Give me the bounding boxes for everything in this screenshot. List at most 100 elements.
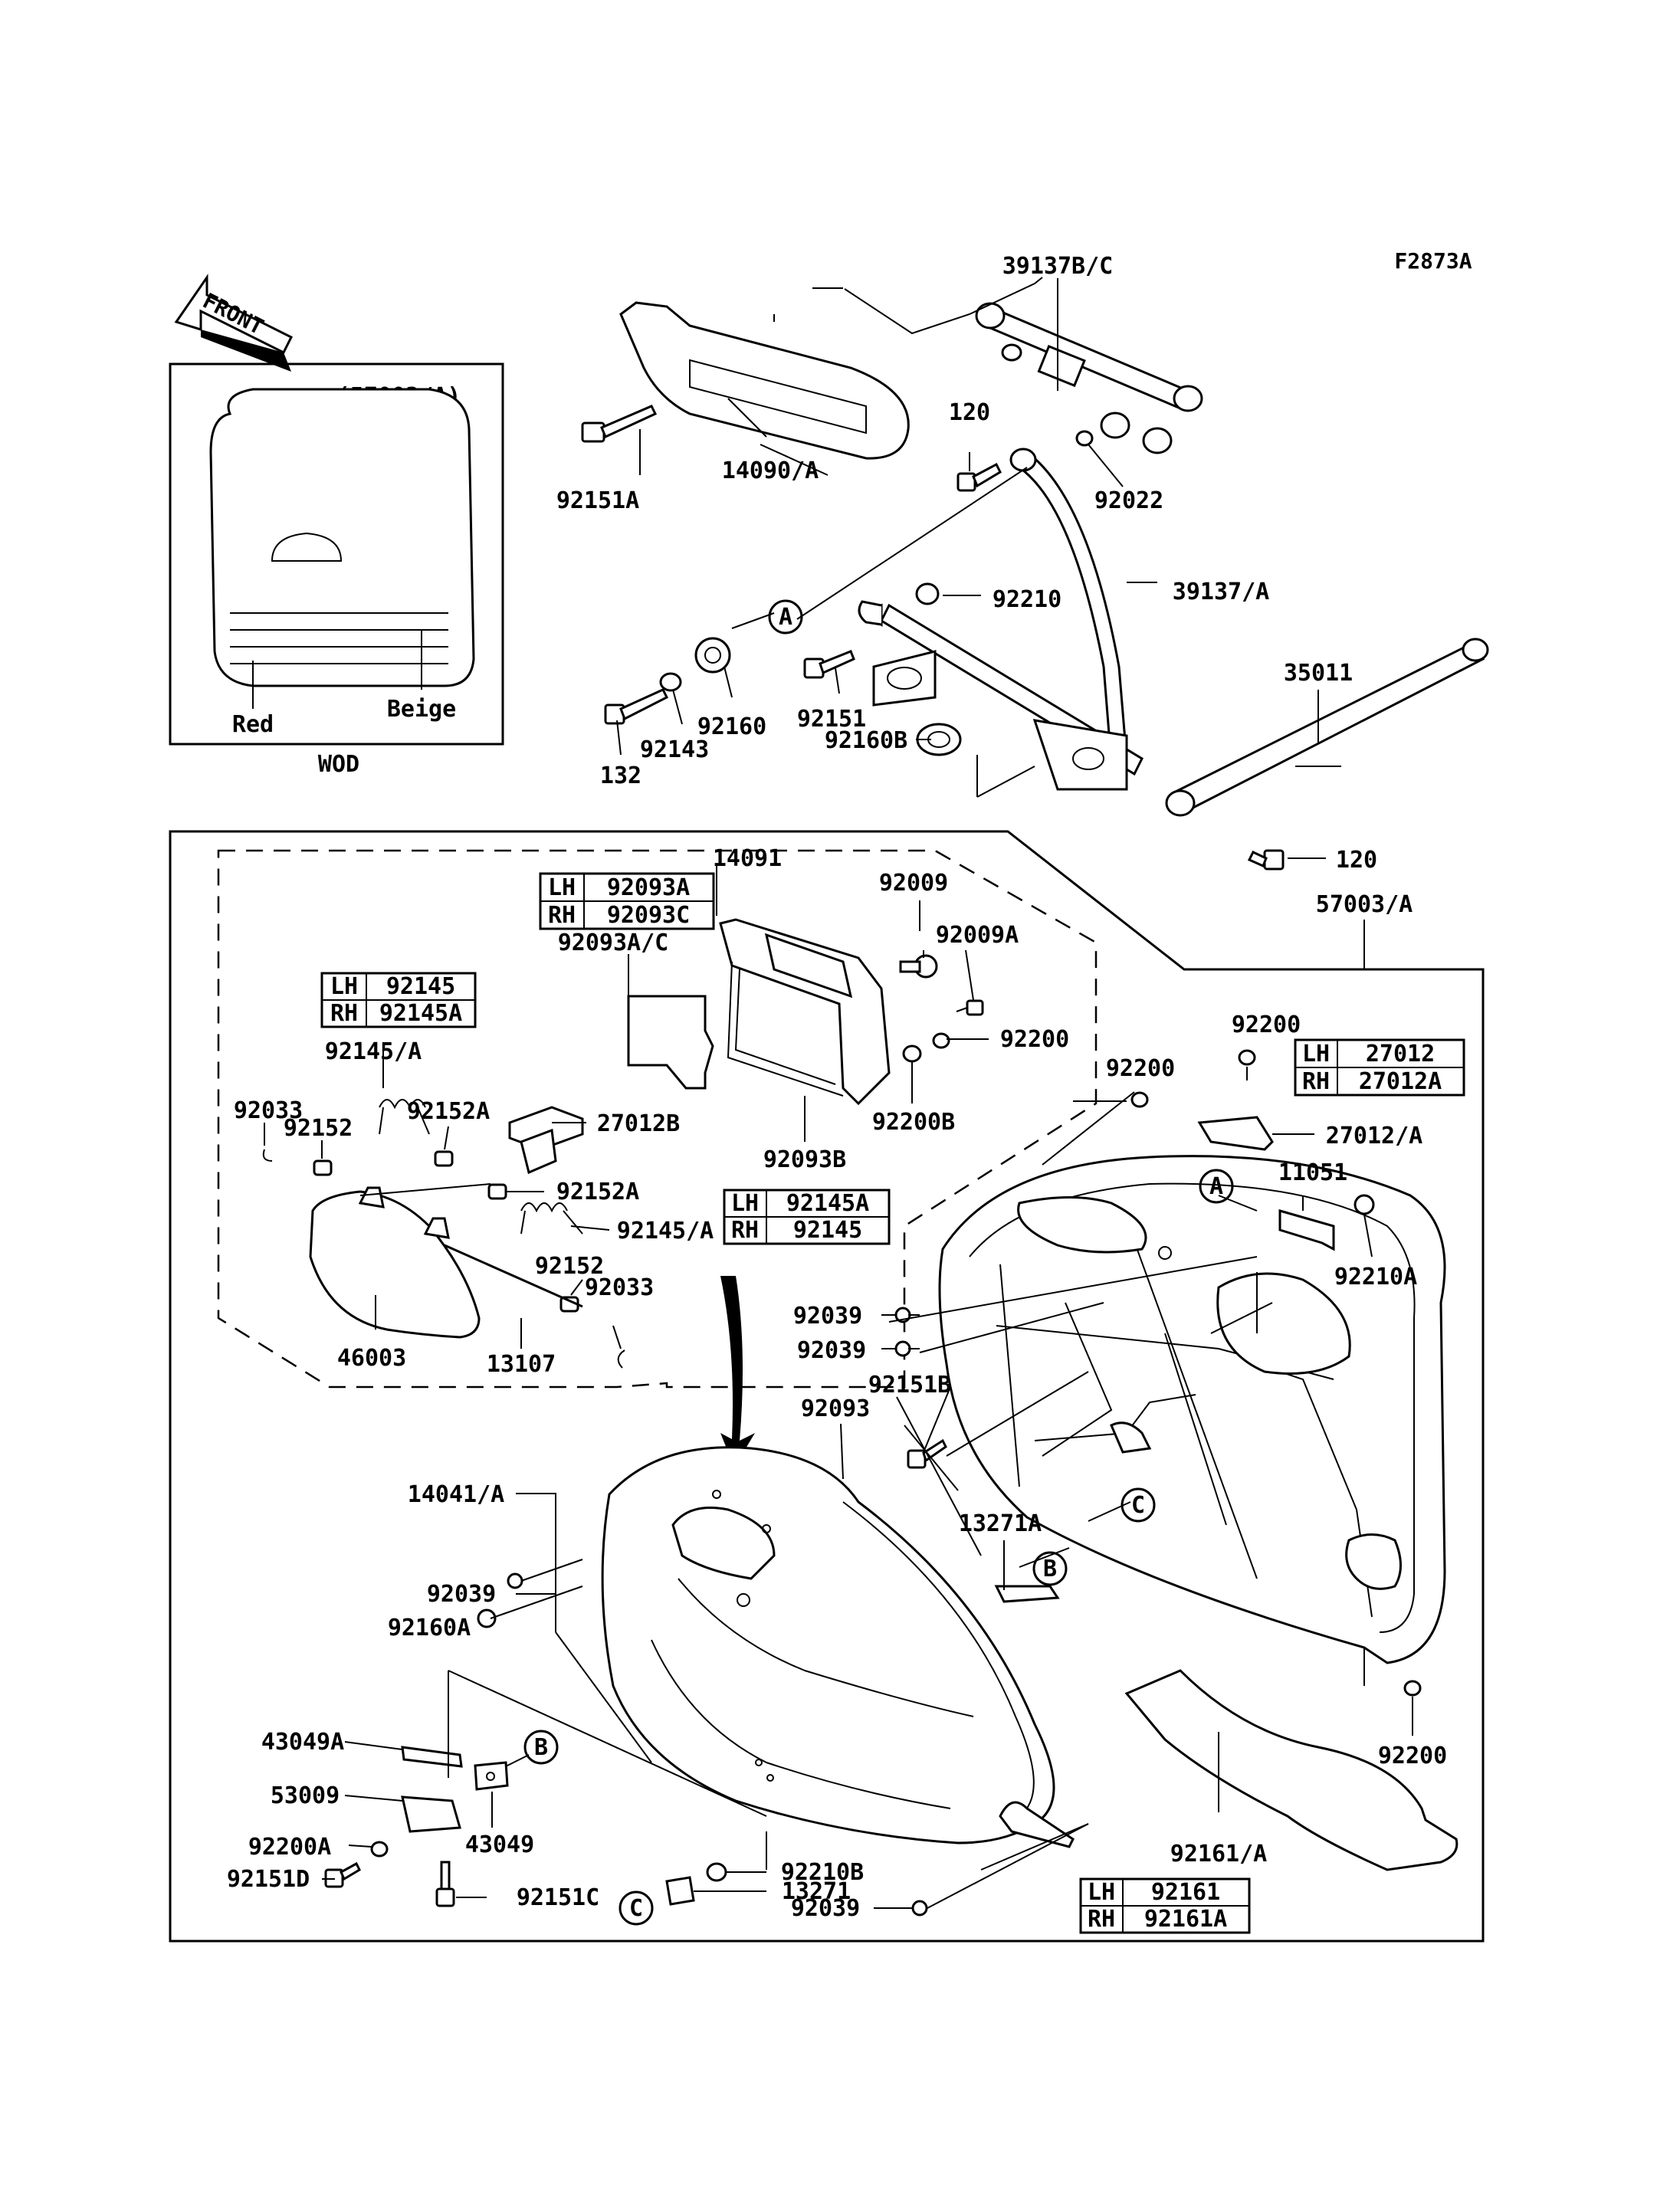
svg-text:RH: RH — [1088, 1906, 1115, 1933]
label-92022: 92022 — [1094, 487, 1163, 514]
svg-text:92093C: 92093C — [607, 902, 690, 929]
lid-subassembly-outline — [217, 849, 1098, 1389]
label-92145a-mid: 92145/A — [617, 1218, 714, 1244]
saddlebag-cover-icon — [209, 388, 475, 687]
label-53009: 53009 — [271, 1782, 340, 1809]
inset-color-right: Beige — [387, 696, 456, 723]
table-92093: LH 92093A RH 92093C — [539, 872, 715, 930]
washer-92200b-icon — [902, 1044, 922, 1063]
front-arrow-icon: FRONT — [174, 274, 294, 372]
label-92033-right: 92033 — [585, 1274, 654, 1301]
nut-92210b-icon — [706, 1862, 727, 1882]
label-92200-bottom: 92200 — [1378, 1743, 1447, 1769]
svg-text:92145A: 92145A — [379, 1000, 462, 1027]
hinge-plate-27012 — [1197, 1116, 1274, 1151]
label-27012b: 27012B — [597, 1110, 680, 1137]
svg-text:RH: RH — [1302, 1068, 1330, 1095]
main-frame — [169, 830, 1485, 1943]
pin-92039-c-icon — [507, 1559, 583, 1589]
callout-c-left: C — [619, 1890, 654, 1926]
svg-text:A: A — [779, 604, 792, 631]
label-92161a: 92161/A — [1170, 1841, 1267, 1867]
svg-text:LH: LH — [1088, 1879, 1115, 1906]
label-92033-left: 92033 — [234, 1097, 303, 1124]
label-92009: 92009 — [879, 870, 948, 897]
label-92160: 92160 — [697, 713, 766, 740]
svg-text:LH: LH — [548, 874, 576, 901]
lid-bracket-14091 — [719, 918, 891, 1106]
plate-13271 — [665, 1876, 695, 1906]
label-92151d: 92151D — [227, 1866, 310, 1893]
plate-13271a — [994, 1585, 1060, 1603]
label-92200-top-right: 92200 — [1232, 1012, 1301, 1038]
svg-text:LH: LH — [1302, 1041, 1330, 1067]
bolt-92009-icon — [899, 954, 938, 979]
label-92200-lid: 92200 — [1000, 1026, 1069, 1053]
label-92200b: 92200B — [872, 1109, 955, 1136]
callout-b-left: B — [523, 1730, 559, 1765]
grommet-92160-icon — [694, 637, 731, 674]
table-92145-mid: LH 92145A RH 92145 — [723, 1189, 891, 1245]
spring-92145a-top-icon — [379, 1099, 430, 1135]
pin-92160a-icon — [477, 1608, 497, 1628]
saddlebag-shell — [601, 1446, 1075, 1848]
washer-92200a-icon — [370, 1841, 389, 1858]
collar-92152a-top-icon — [434, 1150, 454, 1167]
label-92160b: 92160B — [825, 727, 907, 754]
label-14041a: 14041/A — [408, 1481, 504, 1508]
label-43049: 43049 — [465, 1831, 534, 1858]
assembly-arrow-icon — [720, 1276, 755, 1467]
label-13271a: 13271A — [959, 1510, 1042, 1537]
label-46003: 46003 — [337, 1345, 406, 1372]
label-92093: 92093 — [801, 1395, 870, 1422]
label-120-top: 120 — [949, 399, 990, 426]
callout-a-right: A — [1199, 1169, 1234, 1204]
svg-text:92145A: 92145A — [786, 1190, 869, 1217]
nut-92210-icon — [915, 582, 940, 605]
label-92210b: 92210B — [781, 1859, 864, 1886]
label-35011: 35011 — [1284, 660, 1353, 687]
label-92151b: 92151B — [868, 1372, 951, 1399]
label-120-mid: 120 — [1336, 847, 1377, 874]
label-39137a: 39137/A — [1173, 579, 1269, 605]
label-92145a-top: 92145/A — [325, 1038, 422, 1065]
color-inset: (57003/A) Red Beige WOD — [169, 362, 504, 778]
label-92152a-mid: 92152A — [556, 1179, 639, 1205]
svg-text:RH: RH — [548, 902, 576, 929]
collar-92152-left-icon — [313, 1159, 333, 1176]
washer-92022-icon — [1075, 430, 1094, 447]
bottom-liner-92161 — [1124, 1669, 1459, 1871]
svg-text:92161A: 92161A — [1144, 1906, 1227, 1933]
label-92160a: 92160A — [388, 1615, 471, 1641]
nut-92210a-icon — [1354, 1194, 1375, 1215]
svg-text:A: A — [1209, 1173, 1223, 1200]
svg-text:27012: 27012 — [1366, 1041, 1435, 1067]
collar-92152a-mid-icon — [487, 1183, 507, 1200]
washer-92200-mid-icon — [1130, 1091, 1149, 1108]
washer-92200-right-icon — [1238, 1049, 1256, 1066]
label-27012a: 27012/A — [1326, 1123, 1422, 1149]
svg-text:C: C — [629, 1895, 643, 1922]
rod-13107 — [444, 1244, 583, 1308]
svg-text:B: B — [1043, 1556, 1057, 1582]
pin-92039-d-icon — [911, 1900, 928, 1917]
label-92152-mid: 92152 — [535, 1253, 604, 1280]
washer-92200-bottom-icon — [1403, 1680, 1422, 1697]
bolt-92151d-icon — [324, 1861, 361, 1888]
latch-53009 — [401, 1795, 461, 1833]
bolt-92151c-icon — [435, 1861, 455, 1907]
svg-text:RH: RH — [330, 1000, 358, 1027]
svg-text:27012A: 27012A — [1359, 1068, 1442, 1095]
label-92039-a: 92039 — [793, 1303, 862, 1330]
plate-43049 — [474, 1761, 509, 1791]
label-92151: 92151 — [797, 706, 866, 733]
label-92039-b: 92039 — [797, 1337, 866, 1364]
bolt-92151-icon — [803, 650, 855, 679]
svg-text:RH: RH — [731, 1217, 759, 1244]
washer-92143-icon — [659, 672, 682, 692]
label-92152-left: 92152 — [284, 1115, 353, 1142]
screw-92009a-icon — [956, 999, 984, 1016]
label-39137bc: 39137B/C — [1002, 253, 1114, 280]
bolt-120-icon — [956, 462, 1002, 492]
